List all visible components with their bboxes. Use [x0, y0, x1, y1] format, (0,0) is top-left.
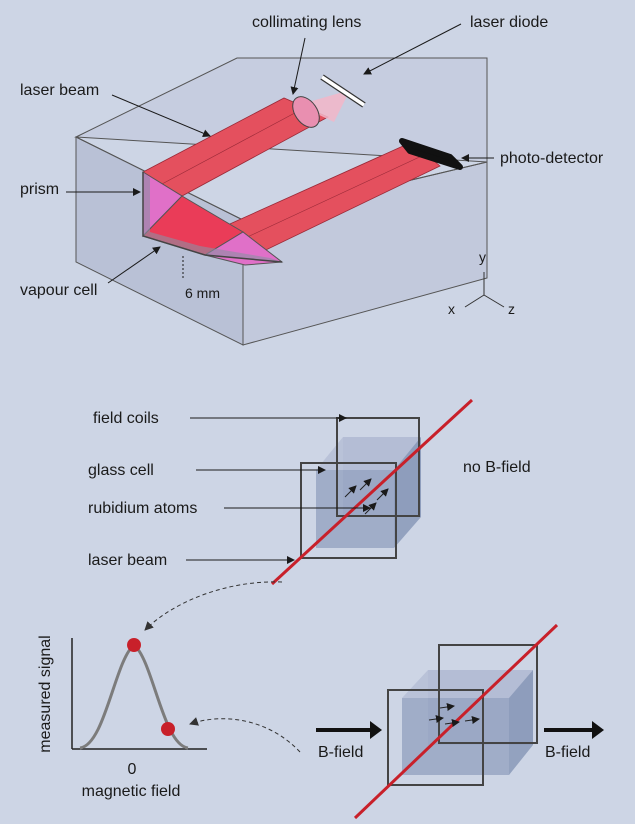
b-field-in-label: B-field	[318, 744, 363, 761]
prism-label: prism	[20, 181, 59, 198]
dashed-connector-top	[144, 581, 283, 631]
signal-plot: 0 magnetic field measured signal	[37, 635, 207, 800]
laser-beam-label-2: laser beam	[88, 552, 167, 569]
b-field-arrows: B-field B-field	[316, 721, 604, 761]
x-axis-label: magnetic field	[82, 783, 181, 800]
axes-indicator: y x z	[448, 249, 515, 317]
vapour-cell-label: vapour cell	[20, 282, 97, 299]
collimating-lens	[292, 90, 350, 128]
field-coil-back-2	[438, 644, 538, 744]
axis-y-label: y	[479, 249, 486, 265]
b-field-in-arrow	[370, 721, 382, 739]
b-field-out-arrow	[592, 721, 604, 739]
photo-detector-label: photo-detector	[500, 150, 604, 167]
atom-arrows	[344, 478, 389, 515]
field-coil-front-2	[387, 689, 484, 786]
axis-z-label: z	[508, 301, 515, 317]
top-labels: collimating lens laser diode laser beam …	[20, 14, 604, 301]
field-coil-back	[336, 417, 420, 517]
atom-arrows-2	[428, 703, 480, 727]
shifted-point	[161, 722, 175, 736]
dimension-label: 6 mm	[185, 285, 220, 301]
laser-diode	[320, 74, 366, 108]
collimating-lens-label: collimating lens	[252, 14, 361, 31]
dashed-connector-bottom	[189, 717, 301, 753]
laser-beam-label: laser beam	[20, 82, 99, 99]
y-axis-label: measured signal	[37, 635, 54, 752]
photo-detector	[399, 138, 463, 170]
cell-with-field	[353, 623, 559, 820]
laser-diode-label: laser diode	[470, 14, 548, 31]
rubidium-atoms-label: rubidium atoms	[88, 500, 197, 517]
prism	[142, 171, 284, 266]
field-coil-front	[300, 462, 397, 559]
field-coils-label: field coils	[93, 410, 159, 427]
b-field-out-label: B-field	[545, 744, 590, 761]
middle-labels: field coils glass cell rubidium atoms la…	[88, 410, 531, 569]
laser-beam-line	[270, 398, 474, 586]
glass-cell-label: glass cell	[88, 462, 154, 479]
cell-no-field	[270, 398, 474, 586]
x-tick-zero: 0	[128, 761, 137, 778]
axis-x-label: x	[448, 301, 455, 317]
no-b-field-label: no B-field	[463, 459, 531, 476]
peak-point	[127, 638, 141, 652]
